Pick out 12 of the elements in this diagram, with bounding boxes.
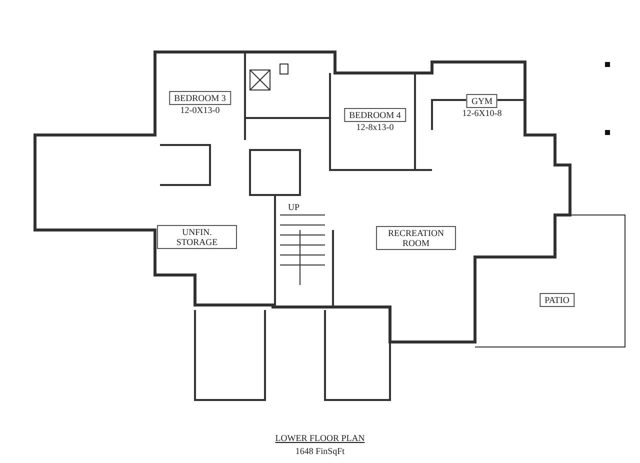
room-label: RECREATION ROOM (376, 226, 456, 250)
room-label: PATIO (540, 293, 574, 307)
room-label: UNFIN. STORAGE (157, 225, 237, 249)
room-dimensions: 12-0X13-0 (180, 105, 220, 116)
room-label: BEDROOM 4 (344, 108, 406, 122)
room-label: BEDROOM 3 (169, 91, 231, 105)
room-dimensions: 12-8x13-0 (356, 122, 394, 133)
floor-area-caption: 1648 FinSqFt (295, 446, 345, 456)
room-dimensions: 12-6X10-8 (462, 108, 502, 119)
plan-title: LOWER FLOOR PLAN (275, 433, 365, 443)
room-label: GYM (466, 94, 498, 108)
stair-direction-label: UP (288, 202, 300, 212)
